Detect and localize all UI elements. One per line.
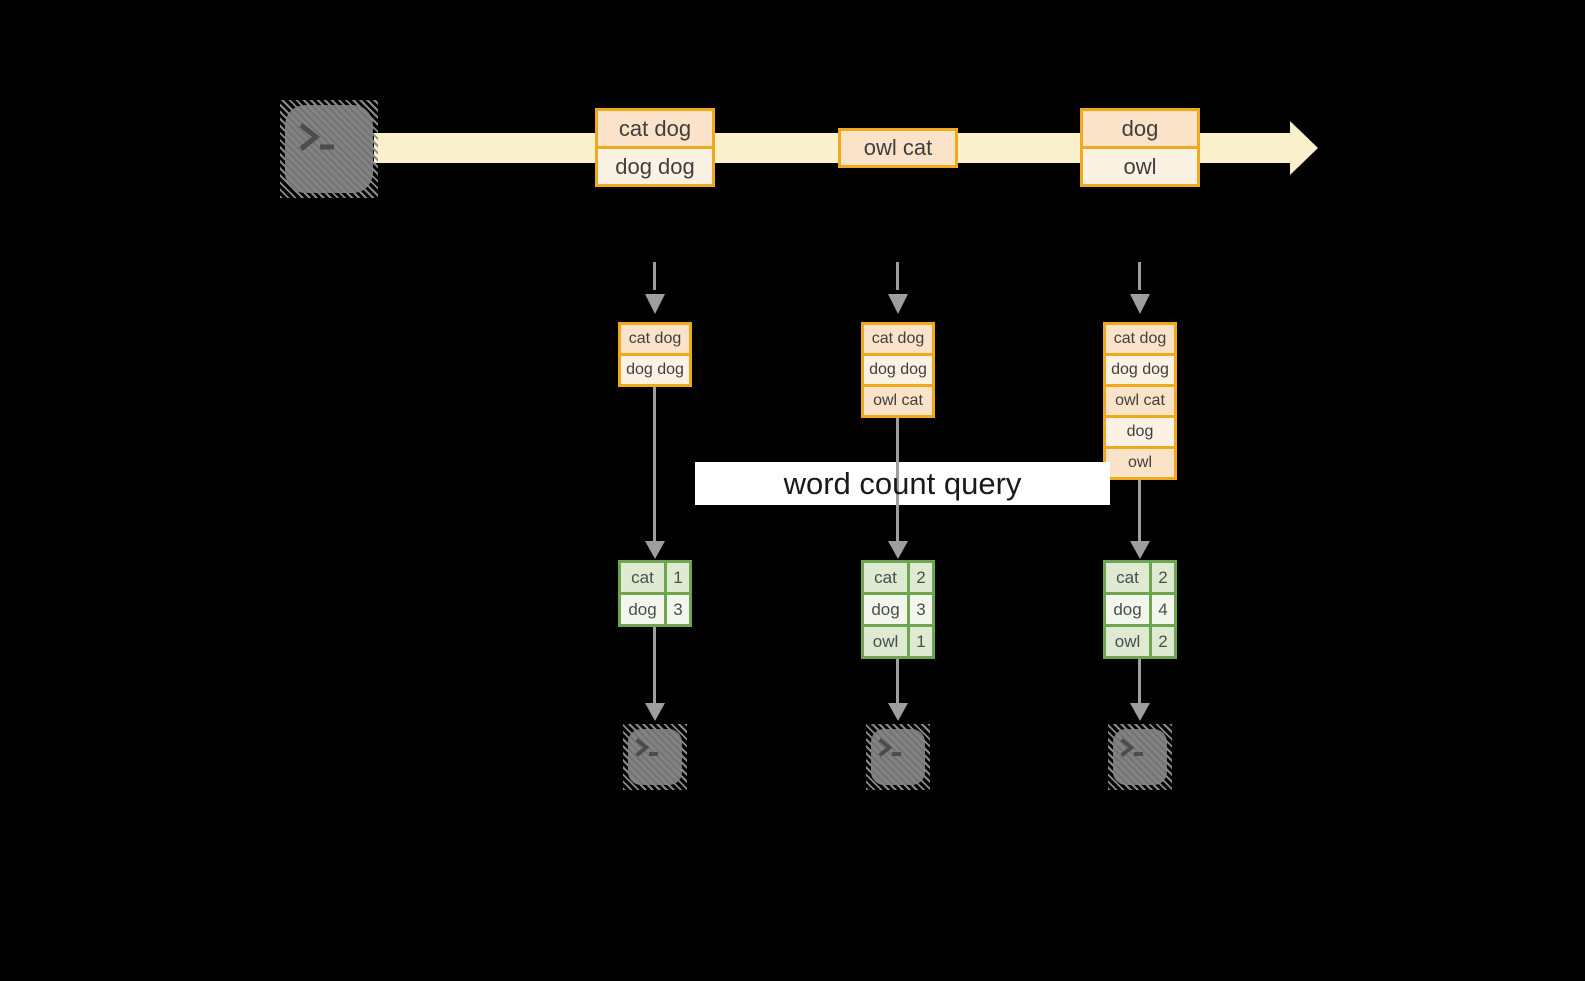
arrowhead-icon: [645, 541, 665, 559]
arrowhead-icon: [888, 541, 908, 559]
stream-record: dog dog: [598, 149, 712, 184]
stream-arrowhead-icon: [1290, 121, 1318, 175]
buffer-record: cat dog: [621, 325, 689, 356]
terminal-prompt-icon: [878, 738, 902, 757]
buffer-record: cat dog: [1106, 325, 1174, 356]
arrowhead-icon: [645, 703, 665, 721]
word-cell: cat: [1106, 563, 1149, 592]
stream-record: cat dog: [598, 111, 712, 149]
word-cell: dog: [1106, 595, 1149, 624]
count-cell: 2: [1152, 627, 1174, 656]
arrowhead-icon: [1130, 541, 1150, 559]
connector-line: [896, 418, 899, 541]
buffer-record: dog: [1106, 418, 1174, 449]
sink-terminal-icon: [866, 724, 930, 790]
connector-line: [1138, 659, 1141, 703]
sink-terminal-icon: [623, 724, 687, 790]
stream-record: dog: [1083, 111, 1197, 149]
count-cell: 2: [1152, 563, 1174, 592]
word-count-table: cat 2 dog 4 owl 2: [1103, 560, 1177, 659]
sink-terminal-icon: [1108, 724, 1172, 790]
buffer-record: owl cat: [1106, 387, 1174, 418]
connector-line: [653, 387, 656, 541]
count-row: owl 2: [1106, 627, 1174, 656]
count-row: cat 2: [864, 563, 932, 592]
dashed-arrow-line: [653, 262, 656, 290]
buffer-record: owl: [1106, 449, 1174, 477]
arrowhead-icon: [1130, 294, 1150, 314]
terminal-prompt-icon: [1120, 738, 1144, 757]
word-cell: cat: [621, 563, 664, 592]
arrowhead-icon: [1130, 703, 1150, 721]
count-row: dog 3: [864, 595, 932, 624]
stream-batch: dog owl: [1080, 108, 1200, 187]
word-cell: cat: [864, 563, 907, 592]
buffer-record: dog dog: [864, 356, 932, 387]
terminal-body: [1113, 729, 1167, 785]
connector-line: [896, 659, 899, 703]
terminal-body: [871, 729, 925, 785]
count-row: dog 3: [621, 595, 689, 624]
buffer-record: dog dog: [1106, 356, 1174, 387]
count-cell: 1: [910, 627, 932, 656]
arrowhead-icon: [645, 294, 665, 314]
query-label-box: [695, 462, 1110, 505]
word-count-table: cat 2 dog 3 owl 1: [861, 560, 935, 659]
buffer-record: owl cat: [864, 387, 932, 415]
record-buffer: cat dog dog dog owl cat dog owl: [1103, 322, 1177, 480]
terminal-prompt-icon: [299, 123, 334, 151]
connector-line: [1138, 480, 1141, 541]
buffer-record: dog dog: [621, 356, 689, 384]
count-cell: 4: [1152, 595, 1174, 624]
word-cell: dog: [864, 595, 907, 624]
word-cell: dog: [621, 595, 664, 624]
dashed-arrow-line: [896, 262, 899, 290]
stream-record: owl: [1083, 149, 1197, 184]
terminal-body: [628, 729, 682, 785]
count-cell: 1: [667, 563, 689, 592]
word-count-table: cat 1 dog 3: [618, 560, 692, 627]
count-row: cat 1: [621, 563, 689, 592]
connector-line: [653, 627, 656, 703]
arrowhead-icon: [888, 703, 908, 721]
arrowhead-icon: [888, 294, 908, 314]
count-cell: 2: [910, 563, 932, 592]
record-buffer: cat dog dog dog: [618, 322, 692, 387]
count-cell: 3: [667, 595, 689, 624]
source-terminal-icon: [280, 100, 378, 198]
count-cell: 3: [910, 595, 932, 624]
buffer-record: cat dog: [864, 325, 932, 356]
record-buffer: cat dog dog dog owl cat: [861, 322, 935, 418]
terminal-prompt-icon: [635, 738, 659, 757]
dashed-arrow-line: [1138, 262, 1141, 290]
count-row: cat 2: [1106, 563, 1174, 592]
query-label: word count query: [783, 466, 1022, 501]
stream-batch: cat dog dog dog: [595, 108, 715, 187]
count-row: owl 1: [864, 627, 932, 656]
count-row: dog 4: [1106, 595, 1174, 624]
word-cell: owl: [864, 627, 907, 656]
stream-record: owl cat: [841, 131, 955, 165]
stream-batch: owl cat: [838, 128, 958, 168]
word-cell: owl: [1106, 627, 1149, 656]
